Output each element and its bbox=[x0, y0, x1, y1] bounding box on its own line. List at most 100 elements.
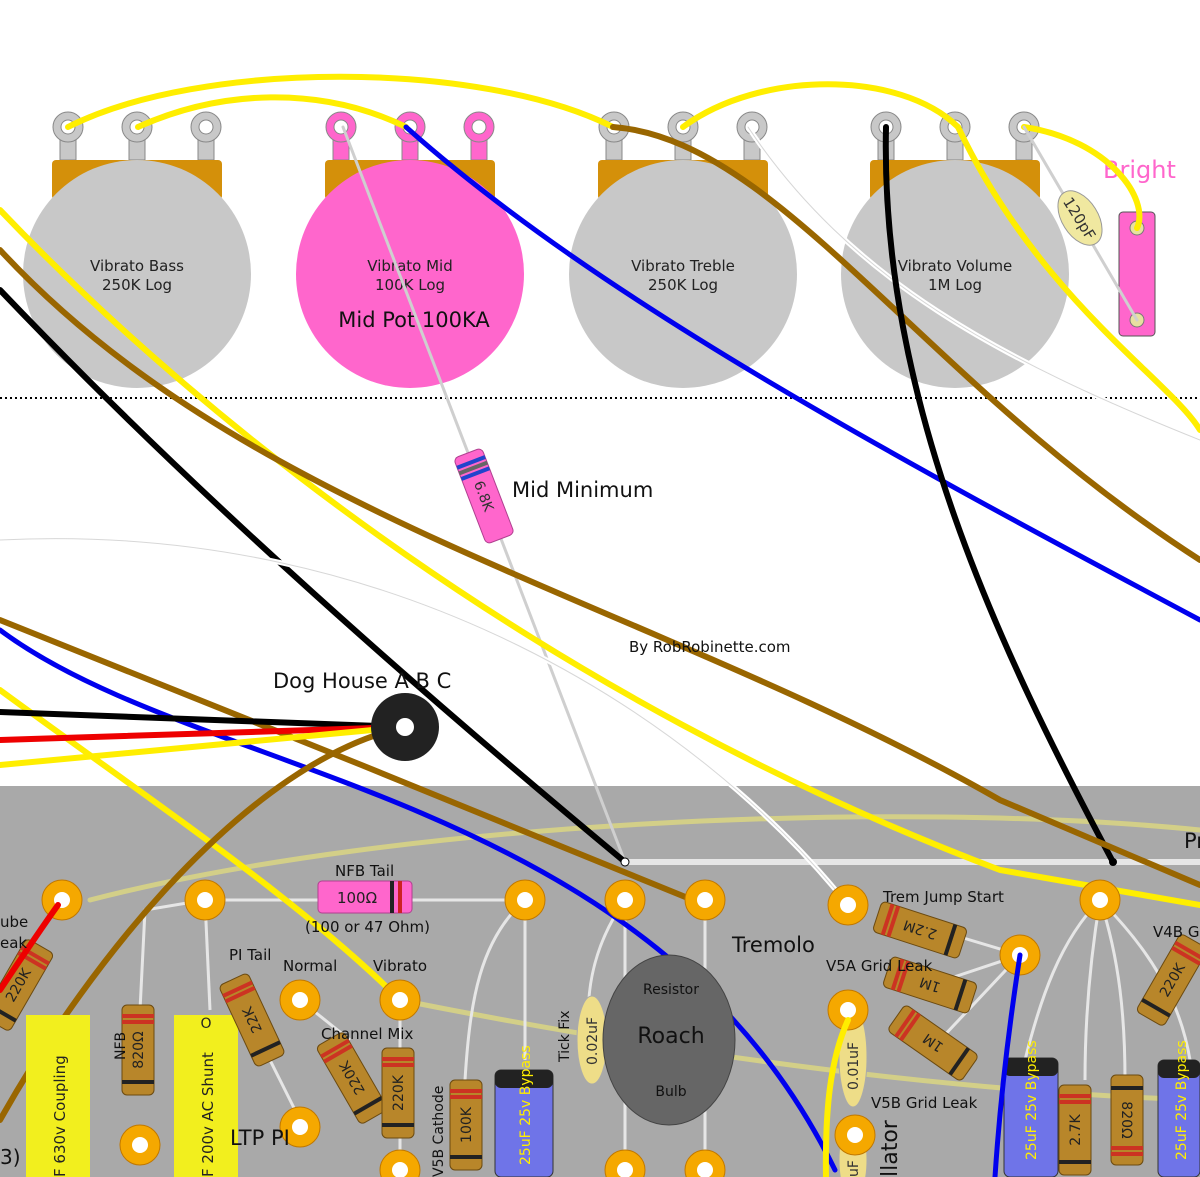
wire-brown-left-2 bbox=[0, 617, 708, 908]
svg-text:uF: uF bbox=[846, 1160, 862, 1177]
nfb-label: NFB bbox=[113, 1032, 129, 1060]
nfb-tail-resistor: 100Ω bbox=[317, 880, 413, 914]
left-edge-label: 3) bbox=[0, 1145, 21, 1169]
pot-name-label: Vibrato Treble bbox=[631, 257, 735, 275]
ube-label: ube bbox=[0, 913, 28, 931]
pot-value-label: 250K Log bbox=[648, 276, 718, 294]
wire-white-treble-outline bbox=[747, 126, 1200, 441]
channel-mix-label: Channel Mix bbox=[321, 1025, 413, 1043]
svg-text:F 630v Coupling: F 630v Coupling bbox=[51, 1055, 69, 1177]
vibrato-label: Vibrato bbox=[373, 957, 427, 975]
pot-body bbox=[569, 160, 797, 388]
eyelet bbox=[184, 879, 226, 921]
pot-name-label: Vibrato Bass bbox=[90, 257, 184, 275]
pot-name-label: Vibrato Volume bbox=[898, 257, 1013, 275]
pot-lug-hole bbox=[471, 119, 487, 135]
nfb-tail-alt-label: (100 or 47 Ohm) bbox=[305, 918, 430, 936]
wire-red-coupling bbox=[0, 902, 61, 993]
svg-text:100K: 100K bbox=[459, 1106, 475, 1143]
tremolo-label: Tremolo bbox=[731, 933, 815, 957]
eyelet bbox=[604, 1149, 646, 1177]
eyelet bbox=[684, 1149, 726, 1177]
wire-yellow-volume-board bbox=[955, 124, 1200, 433]
resistor-v5b-1m: 1M bbox=[888, 1005, 978, 1081]
dog-house-label: Dog House A B C bbox=[273, 669, 451, 693]
wire-black-doghouse bbox=[0, 709, 408, 730]
resistor-cathode-100k: 100K bbox=[449, 1079, 483, 1171]
wire-yellow-left-1 bbox=[0, 207, 1200, 908]
resistor-2-7k: 2.7K bbox=[1058, 1084, 1092, 1176]
wire-yellow-oscillator bbox=[822, 1017, 851, 1177]
bypass-capacitor-v5b: 25uF 25v Bypass bbox=[494, 1045, 554, 1177]
wire-brown-left-1 bbox=[0, 247, 1200, 888]
pr-label: Pr bbox=[1184, 829, 1200, 853]
svg-text:F 200v AC Shunt: F 200v AC Shunt bbox=[199, 1052, 217, 1177]
wire-yellow-doghouse bbox=[0, 724, 408, 768]
wire-blue-left bbox=[0, 627, 838, 1173]
eyelet bbox=[1079, 879, 1121, 921]
nfb-tail-label: NFB Tail bbox=[335, 862, 394, 880]
resistor-channel-mix-right: 220K bbox=[381, 1047, 415, 1139]
svg-text:25uF 25v Bypass: 25uF 25v Bypass bbox=[1174, 1040, 1190, 1160]
wire-white-left-outline bbox=[0, 538, 849, 906]
resistor-trem-jump-2-2m: 2.2M bbox=[873, 901, 967, 959]
svg-text:Resistor: Resistor bbox=[643, 982, 699, 998]
pot-value-label: 1M Log bbox=[928, 276, 982, 294]
trem-jump-label: Trem Jump Start bbox=[882, 888, 1004, 906]
coupling-capacitor: F 630v Coupling bbox=[26, 1015, 90, 1177]
svg-text:Bulb: Bulb bbox=[655, 1084, 686, 1100]
dog-house-grommet-hole bbox=[396, 718, 414, 736]
svg-text:0.02uF: 0.02uF bbox=[585, 1017, 601, 1065]
tick-fix-label: Tick Fix bbox=[557, 1011, 573, 1063]
eyelet bbox=[827, 884, 869, 926]
svg-text:1M: 1M bbox=[918, 973, 943, 995]
eyelet bbox=[684, 879, 726, 921]
resistor-820: 820Ω bbox=[1110, 1074, 1144, 1166]
svg-text:820Ω: 820Ω bbox=[131, 1031, 147, 1069]
pi-tail-label: PI Tail bbox=[229, 946, 271, 964]
bypass-capacitor-2: 25uF 25v Bypass bbox=[1003, 1040, 1059, 1177]
wire-blue-mid bbox=[403, 124, 1200, 623]
wire-yellow-bass-mid bbox=[135, 94, 409, 130]
eyelet bbox=[279, 979, 321, 1021]
wire-blue-v4 bbox=[992, 952, 1023, 1177]
ground-junction-1 bbox=[620, 857, 630, 867]
bypass-capacitor-3: 25uF 25v Bypass bbox=[1157, 1040, 1200, 1177]
resistor-v4b-220k: 220K bbox=[1136, 934, 1200, 1026]
oscillator-label: llator bbox=[878, 1119, 903, 1177]
pot-value-label: 250K Log bbox=[102, 276, 172, 294]
pot-body bbox=[296, 160, 524, 388]
resistor-channel-mix-left: 220K bbox=[316, 1032, 388, 1124]
mid-minimum-resistor: 6.8K bbox=[454, 448, 514, 544]
wire-yellow-treble-volume bbox=[680, 81, 961, 130]
pot-lug-hole bbox=[198, 119, 214, 135]
svg-text:0.01uF: 0.01uF bbox=[846, 1042, 862, 1090]
ground-junction-2 bbox=[1109, 858, 1117, 866]
eyelet bbox=[279, 1106, 321, 1148]
svg-text:25uF 25v Bypass: 25uF 25v Bypass bbox=[518, 1045, 534, 1165]
pot-value-label: 100K Log bbox=[375, 276, 445, 294]
svg-text:220K: 220K bbox=[391, 1074, 407, 1111]
v4b-label: V4B Gr bbox=[1153, 923, 1200, 941]
roach-opto: Resistor Roach Bulb bbox=[602, 954, 736, 1126]
eak-label: eak bbox=[0, 934, 27, 952]
svg-text:25uF 25v Bypass: 25uF 25v Bypass bbox=[1024, 1040, 1040, 1160]
wire-brown-treble bbox=[610, 124, 1200, 563]
eyelet bbox=[504, 879, 546, 921]
board-eyelets bbox=[41, 879, 1121, 1177]
ac-shunt-capacitor: O F 200v AC Shunt bbox=[174, 1015, 238, 1177]
eyelet bbox=[834, 1114, 876, 1156]
resistor-v5a-1m: 1M bbox=[883, 956, 977, 1014]
wire-red-doghouse bbox=[0, 724, 408, 743]
ltp-pi-label: LTP PI bbox=[230, 1126, 290, 1150]
eyelet bbox=[604, 879, 646, 921]
cathode-label: V5B Cathode bbox=[431, 1086, 447, 1177]
wire-black-volume bbox=[882, 124, 1116, 865]
wire-yellow-volume-bright bbox=[1021, 124, 1143, 231]
